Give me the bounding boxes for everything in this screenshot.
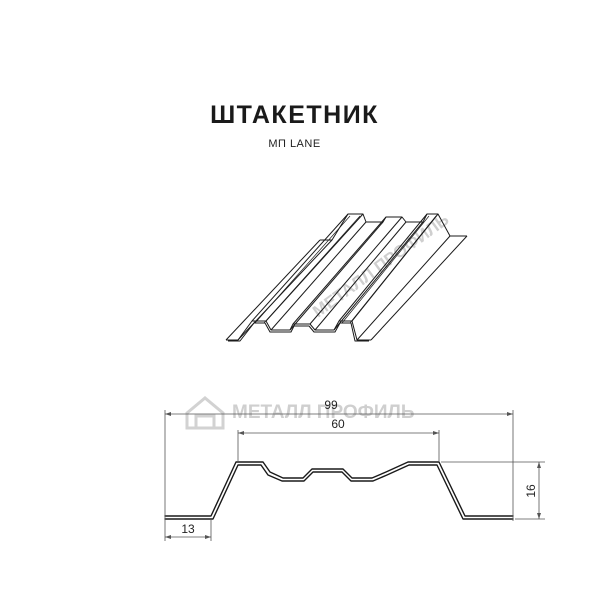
watermark-horizontal: МЕТАЛЛ ПРОФИЛЬ — [185, 396, 415, 430]
dimension-arrows — [165, 412, 541, 539]
watermark-diagonal: МЕТАЛЛ ПРОФИЛЬ — [309, 210, 452, 321]
dimension-total-width: 99 — [324, 398, 338, 412]
watermark-text-diagonal: МЕТАЛЛ ПРОФИЛЬ — [309, 210, 452, 321]
watermark-logo-icon — [185, 396, 225, 430]
product-subtitle: МП LANE — [268, 138, 321, 150]
dimension-top-width: 60 — [331, 417, 345, 431]
dimension-flange: 13 — [181, 522, 195, 536]
cross-section-profile — [164, 461, 514, 520]
dimension-height: 16 — [524, 484, 538, 498]
product-title: ШТАКЕТНИК — [210, 101, 379, 129]
dimension-lines — [164, 410, 545, 541]
watermark-text-horizontal: МЕТАЛЛ ПРОФИЛЬ — [232, 402, 415, 423]
profile-3d-sketch — [225, 213, 468, 342]
